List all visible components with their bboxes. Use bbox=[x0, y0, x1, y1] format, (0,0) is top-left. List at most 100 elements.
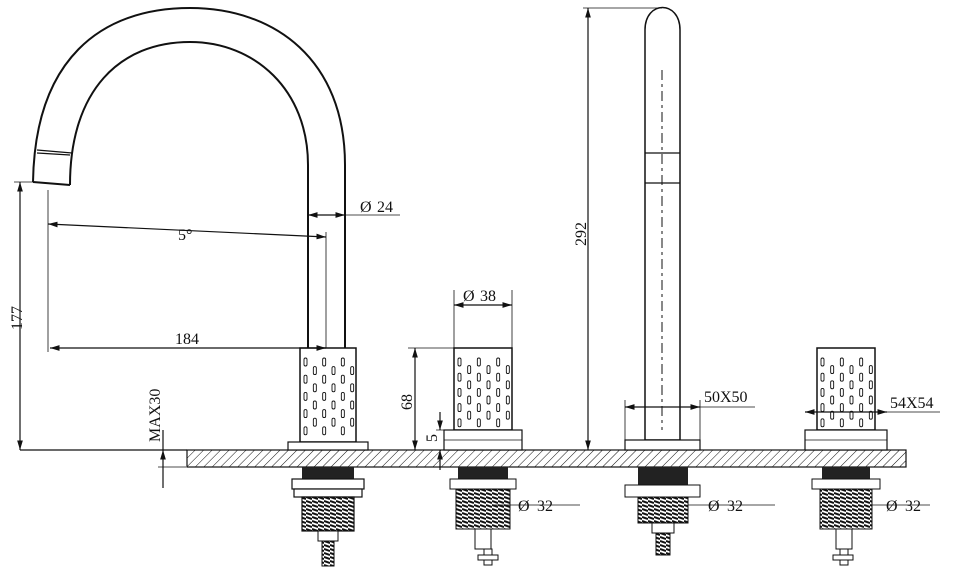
spout-height-label: 177 bbox=[9, 306, 26, 330]
knurl-slot bbox=[505, 410, 510, 420]
spout-dimensions: 177 184 5° Ø 24 MAX30 bbox=[9, 181, 400, 488]
knurl-slot bbox=[849, 365, 854, 375]
knurl-slot bbox=[496, 418, 501, 428]
handle-left-slots bbox=[457, 357, 510, 428]
knurl-slot bbox=[496, 357, 501, 367]
deck-plate bbox=[20, 449, 907, 468]
knurl-slot bbox=[303, 391, 308, 401]
knurl-slot bbox=[820, 387, 825, 397]
knurl-slot bbox=[340, 374, 345, 384]
knurl-slot bbox=[859, 387, 864, 397]
knurl-slot bbox=[457, 418, 462, 428]
spout-collar bbox=[299, 347, 357, 443]
knurl-slot bbox=[496, 403, 501, 413]
thread1-dia-symbol: Ø bbox=[518, 498, 530, 515]
knurl-slot bbox=[849, 380, 854, 390]
knurl-slot bbox=[476, 403, 481, 413]
knurl-slot bbox=[496, 387, 501, 397]
knurl-slot bbox=[868, 365, 873, 375]
knurl-slot bbox=[486, 410, 491, 420]
knurl-slot bbox=[839, 418, 844, 428]
column-height-label: 292 bbox=[573, 222, 590, 246]
knurl-slot bbox=[457, 403, 462, 413]
spout-collar-slots bbox=[303, 357, 355, 436]
knurl-slot bbox=[476, 372, 481, 382]
knurl-slot bbox=[340, 391, 345, 401]
thread2-dia-symbol: Ø bbox=[708, 498, 720, 515]
knurl-slot bbox=[505, 395, 510, 405]
knurl-slot bbox=[467, 410, 472, 420]
knurl-slot bbox=[350, 417, 355, 427]
knurl-slot bbox=[868, 395, 873, 405]
knurl-slot bbox=[457, 357, 462, 367]
spout-assembly bbox=[32, 6, 369, 567]
knurl-slot bbox=[331, 417, 336, 427]
handle-dia-label: 38 bbox=[480, 288, 496, 305]
knurl-slot bbox=[476, 387, 481, 397]
knurl-slot bbox=[859, 403, 864, 413]
knurl-slot bbox=[476, 357, 481, 367]
knurl-slot bbox=[312, 383, 317, 393]
knurl-slot bbox=[496, 372, 501, 382]
column-dimensions: 292 50X50 Ø 32 bbox=[573, 7, 775, 515]
knurl-slot bbox=[505, 365, 510, 375]
knurl-slot bbox=[467, 395, 472, 405]
knurl-slot bbox=[312, 400, 317, 410]
knurl-slot bbox=[312, 417, 317, 427]
spout-reach-label: 184 bbox=[175, 331, 199, 348]
knurl-slot bbox=[350, 400, 355, 410]
knurl-slot bbox=[839, 357, 844, 367]
knurl-slot bbox=[868, 380, 873, 390]
knurl-slot bbox=[849, 395, 854, 405]
knurl-slot bbox=[303, 374, 308, 384]
knurl-slot bbox=[322, 409, 327, 419]
max-deck-label: MAX30 bbox=[147, 389, 164, 442]
knurl-slot bbox=[839, 372, 844, 382]
knurl-slot bbox=[820, 403, 825, 413]
knurl-slot bbox=[457, 387, 462, 397]
knurl-slot bbox=[486, 380, 491, 390]
thread3-dia-symbol: Ø bbox=[886, 498, 898, 515]
knurl-slot bbox=[457, 372, 462, 382]
knurl-slot bbox=[322, 426, 327, 436]
base-gap-label: 5 bbox=[424, 434, 441, 442]
handle-right-dimensions: 54X54 Ø 32 bbox=[805, 395, 940, 515]
knurl-slot bbox=[467, 365, 472, 375]
knurl-slot bbox=[486, 365, 491, 375]
knurl-slot bbox=[486, 395, 491, 405]
knurl-slot bbox=[340, 357, 345, 367]
knurl-slot bbox=[839, 387, 844, 397]
knurl-slot bbox=[859, 372, 864, 382]
knurl-slot bbox=[505, 380, 510, 390]
handle-height-label: 68 bbox=[399, 394, 416, 410]
knurl-slot bbox=[331, 400, 336, 410]
handle-dia-symbol: Ø bbox=[463, 288, 475, 305]
knurl-slot bbox=[331, 366, 336, 376]
handle-base-label: 54X54 bbox=[890, 395, 934, 412]
handle-left-dimensions: Ø 38 68 5 Ø 32 bbox=[399, 288, 580, 515]
knurl-slot bbox=[322, 357, 327, 367]
knurl-slot bbox=[340, 426, 345, 436]
knurl-slot bbox=[303, 409, 308, 419]
spout-dia-symbol: Ø bbox=[360, 199, 372, 216]
column-assembly bbox=[624, 6, 701, 556]
knurl-slot bbox=[322, 391, 327, 401]
thread2-dia-label: 32 bbox=[727, 498, 743, 515]
knurl-slot bbox=[303, 426, 308, 436]
knurl-slot bbox=[830, 395, 835, 405]
knurl-slot bbox=[312, 366, 317, 376]
spout-outer-curve bbox=[32, 6, 346, 348]
spout-inner-curve bbox=[69, 40, 309, 348]
angle-label: 5° bbox=[178, 227, 192, 244]
knurl-slot bbox=[839, 403, 844, 413]
thread1-dia-label: 32 bbox=[537, 498, 553, 515]
thread3-dia-label: 32 bbox=[905, 498, 921, 515]
knurl-slot bbox=[350, 366, 355, 376]
knurl-slot bbox=[820, 357, 825, 367]
handle-left bbox=[443, 347, 523, 566]
column-base-label: 50X50 bbox=[704, 389, 748, 406]
knurl-slot bbox=[830, 380, 835, 390]
knurl-slot bbox=[476, 418, 481, 428]
